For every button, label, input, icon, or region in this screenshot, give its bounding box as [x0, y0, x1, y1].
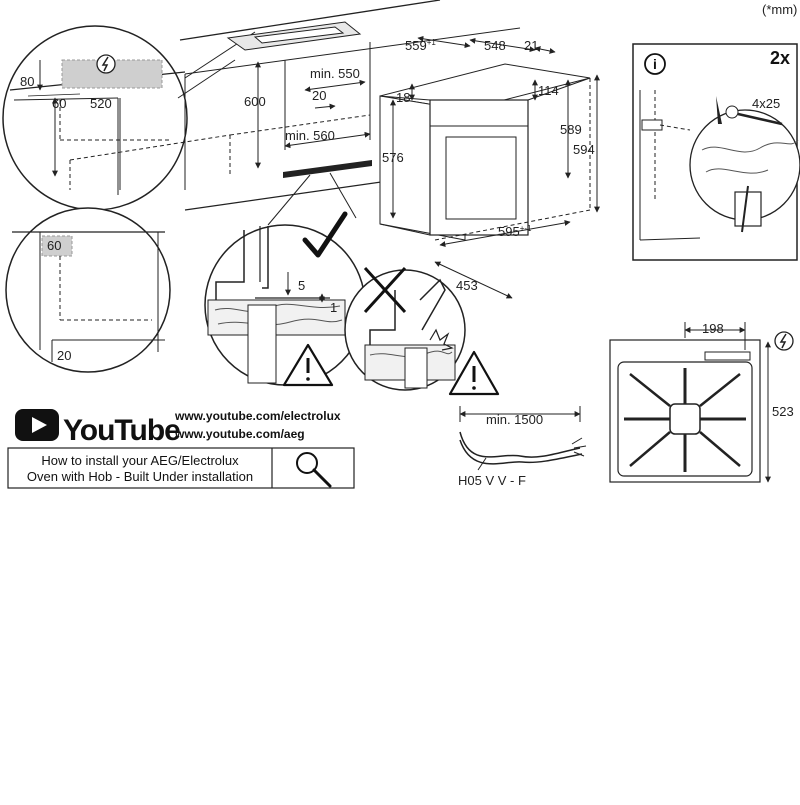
correct-mount-circle	[204, 224, 366, 386]
dim-20-corner: 20	[57, 348, 71, 363]
dim-520: 520	[90, 96, 112, 111]
youtube-wordmark: YouTube	[63, 414, 180, 447]
warning-icon	[448, 350, 500, 396]
dim-600: 600	[244, 94, 266, 109]
dim-548: 548	[484, 38, 506, 53]
dim-80: 80	[20, 74, 34, 89]
dim-114: 114	[538, 83, 559, 98]
ventilation-strip	[283, 160, 372, 178]
dim-5: 5	[298, 278, 305, 293]
dim-198: 198	[702, 321, 724, 336]
dim-60-corner: 60	[47, 238, 61, 253]
electric-hazard-icon	[96, 54, 116, 74]
youtube-logo[interactable]: YouTube	[15, 409, 181, 447]
oven-window	[445, 136, 517, 220]
dim-60-left: 60	[52, 96, 66, 111]
units-note: (*mm)	[762, 2, 797, 17]
dim-21: 21	[524, 38, 538, 53]
search-line-1: How to install your AEG/Electrolux	[41, 453, 239, 468]
cable-diagram	[459, 406, 587, 471]
incorrect-mount-circle	[344, 269, 466, 391]
checkmark-icon	[302, 211, 348, 258]
magnifier-icon[interactable]	[296, 452, 332, 488]
screw-panel	[632, 43, 800, 261]
search-box[interactable]: How to install your AEG/Electrolux Oven …	[7, 447, 355, 489]
dim-18: 18	[396, 90, 410, 105]
svg-text:i: i	[653, 56, 657, 72]
electric-hazard-icon	[774, 331, 794, 351]
dim-20-cab: 20	[312, 88, 326, 103]
dim-453: 453	[456, 278, 478, 293]
dim-576: 576	[382, 150, 404, 165]
dim-595: 595+-1	[498, 224, 532, 239]
cross-icon	[363, 266, 407, 314]
dim-523: 523	[772, 404, 794, 419]
oven	[379, 35, 600, 299]
hob-top-view	[609, 322, 771, 483]
corner-detail-circle	[5, 207, 171, 373]
cable-min-length: min. 1500	[486, 412, 543, 427]
dim-min550: min. 550	[310, 66, 360, 81]
warning-icon	[282, 343, 334, 387]
dim-559: 559+1	[405, 38, 436, 53]
search-line-2: Oven with Hob - Built Under installation	[27, 469, 253, 484]
youtube-url-electrolux[interactable]: www.youtube.com/electrolux	[174, 409, 341, 423]
dim-594: 594	[573, 142, 595, 157]
info-icon: i	[644, 53, 666, 75]
dim-min560: min. 560	[285, 128, 335, 143]
screw-quantity: 2x	[770, 48, 790, 68]
screw-size: 4x25	[752, 96, 780, 111]
cabinet-detail-circle	[2, 25, 188, 211]
dim-589: 589	[560, 122, 582, 137]
kitchen-cabinet	[69, 0, 521, 211]
youtube-url-aeg[interactable]: www.youtube.com/aeg	[174, 427, 305, 441]
dim-1: 1	[330, 300, 337, 315]
cable-type: H05 V V - F	[458, 473, 526, 488]
